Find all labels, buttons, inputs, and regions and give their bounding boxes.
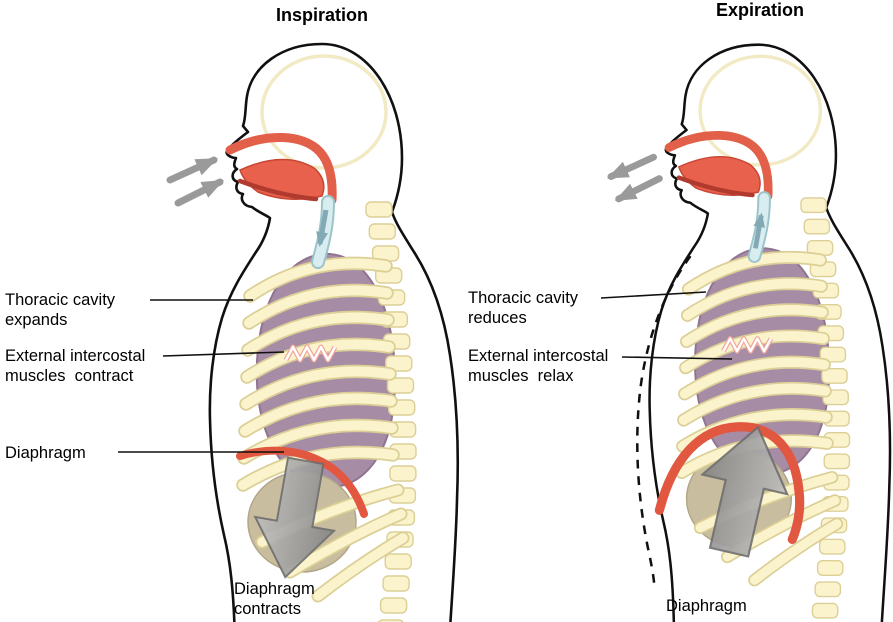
airflow-arrow — [614, 175, 663, 203]
airflow-arrow — [174, 178, 224, 207]
label-intercostal-relax: External intercostal muscles relax — [468, 347, 609, 385]
leader-thoracic-right — [600, 291, 707, 299]
oral-airway — [676, 175, 755, 198]
leader-intercostal-right — [621, 356, 733, 360]
nasal-airway — [225, 132, 337, 205]
airflow-arrow — [607, 153, 657, 180]
label-thoracic-cavity-reduces: Thoracic cavity reduces — [468, 289, 579, 327]
figure-inspiration — [166, 42, 460, 622]
oral-airway — [237, 178, 319, 202]
expanded-chest-dashed-outline — [636, 255, 692, 588]
label-thoracic-cavity-expands: Thoracic cavity expands — [5, 291, 116, 329]
lower-ribs — [255, 483, 410, 603]
label-intercostal-contract: External intercostal muscles contract — [5, 347, 146, 385]
figure-expiration — [607, 43, 892, 622]
leader-intercostal-left — [162, 351, 285, 357]
airflow-arrow — [166, 156, 219, 184]
trachea-airflow-arrow — [753, 212, 765, 249]
nasal-airway — [664, 131, 773, 201]
expiration-intercostal-marks — [721, 336, 774, 354]
panel-title-expiration: Expiration — [715, 0, 804, 20]
trachea-airflow-arrow — [316, 209, 329, 247]
diaphragm-contracts-arrow — [253, 456, 337, 579]
rib-cage — [675, 250, 834, 479]
leader-lines — [118, 291, 733, 453]
diaphragm-relaxes-arrow — [700, 425, 789, 558]
inspiration-intercostal-marks — [283, 344, 338, 363]
skull-hint — [698, 54, 823, 167]
expiration-diaphragm — [654, 422, 805, 544]
label-diaphragm-contracts: Diaphragm contracts — [234, 580, 315, 618]
panel-title-inspiration: Inspiration — [275, 5, 368, 25]
label-diaphragm-right: Diaphragm — [666, 597, 747, 615]
inspiration-diaphragm — [236, 446, 368, 518]
skull-hint — [260, 54, 388, 170]
label-diaphragm-left: Diaphragm — [5, 444, 86, 462]
